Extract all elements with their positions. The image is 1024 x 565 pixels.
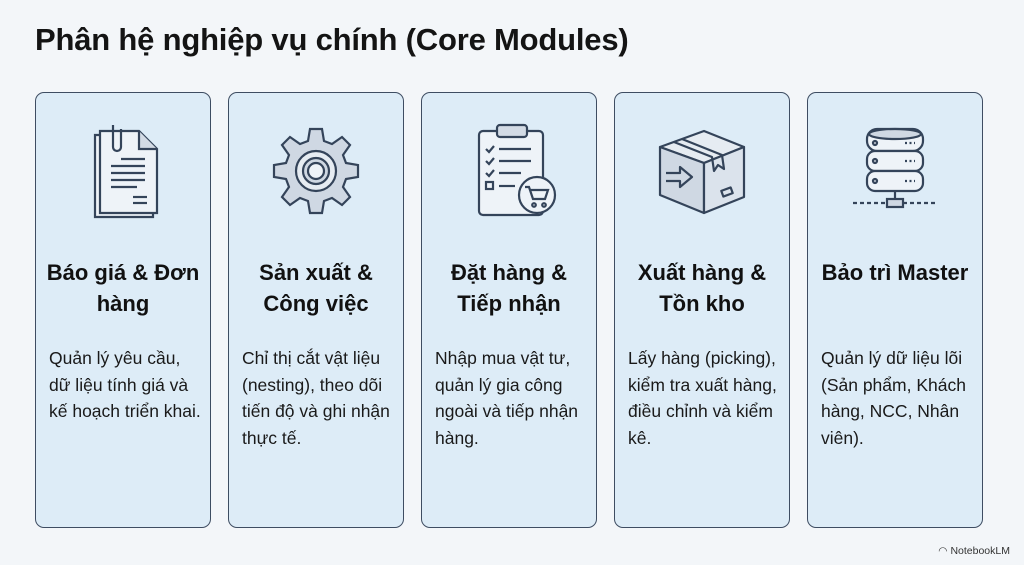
module-title: Sản xuất & Công việc: [259, 260, 373, 316]
module-description: Quản lý yêu cầu, dữ liệu tính giá và kế …: [49, 348, 201, 421]
clipboard-cart-icon: [422, 121, 596, 221]
branding-label: NotebookLM: [950, 545, 1010, 557]
module-card-quotes-orders: Báo giá & Đơn hàng Quản lý yêu cầu, dữ l…: [35, 92, 211, 528]
module-card-purchasing: Đặt hàng & Tiếp nhận Nhập mua vật tư, qu…: [421, 92, 597, 528]
notebooklm-logo-icon: ◠: [938, 545, 948, 557]
page-title: Phân hệ nghiệp vụ chính (Core Modules): [35, 22, 629, 57]
module-title: Đặt hàng & Tiếp nhận: [450, 260, 568, 316]
database-icon: [808, 121, 982, 221]
module-title: Bảo trì Master: [821, 260, 969, 285]
module-card-production: Sản xuất & Công việc Chỉ thị cắt vật liệ…: [228, 92, 404, 528]
module-description: Lấy hàng (picking), kiểm tra xuất hàng, …: [628, 348, 777, 448]
document-icon: [36, 121, 210, 221]
module-title: Xuất hàng & Tồn kho: [637, 260, 767, 316]
gear-icon: [229, 121, 403, 221]
module-card-master-maintenance: Bảo trì Master Quản lý dữ liệu lõi (Sản …: [807, 92, 983, 528]
branding: ◠ NotebookLM: [938, 545, 1010, 557]
module-card-shipping-inventory: Xuất hàng & Tồn kho Lấy hàng (picking), …: [614, 92, 790, 528]
module-description: Chỉ thị cắt vật liệu (nesting), theo dõi…: [242, 348, 390, 448]
module-title: Báo giá & Đơn hàng: [46, 260, 200, 316]
module-description: Nhập mua vật tư, quản lý gia công ngoài …: [435, 348, 579, 448]
module-description: Quản lý dữ liệu lõi (Sản phẩm, Khách hàn…: [821, 348, 966, 448]
box-icon: [615, 121, 789, 221]
